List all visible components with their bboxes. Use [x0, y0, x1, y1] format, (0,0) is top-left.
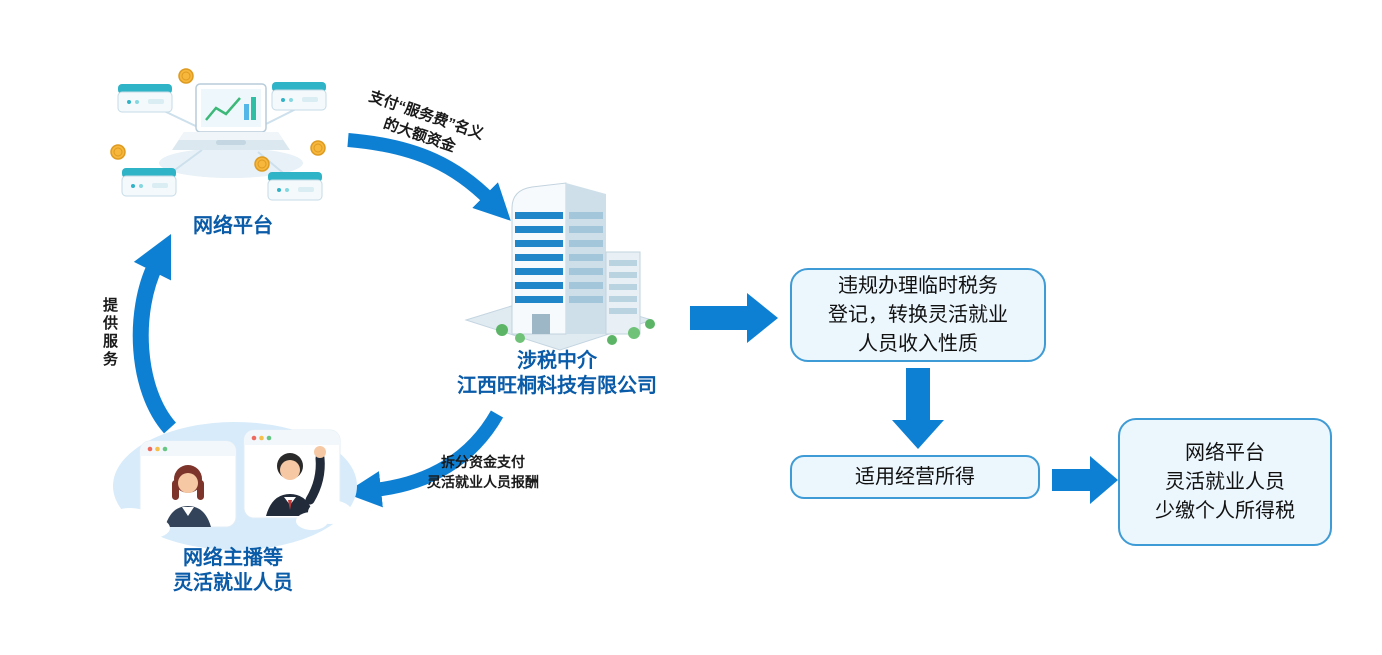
building-door: [532, 314, 550, 334]
arrow-to-income-box: [892, 368, 944, 449]
box-result-line3: 少缴个人所得税: [1155, 499, 1295, 522]
box-registration-line1: 违规办理临时税务: [838, 274, 998, 297]
provide-service-annotation: 提供服务: [101, 297, 118, 369]
video-card-female: [139, 440, 237, 528]
box-registration-line2: 登记，转换灵活就业: [828, 303, 1008, 326]
video-card-male: [243, 429, 341, 519]
arrow-to-registration-box: [690, 293, 778, 343]
workers-label-line1: 网络主播等: [183, 547, 283, 569]
building-side-windows: [569, 212, 603, 303]
arrow-provide-service: [132, 233, 177, 434]
laptop-icon: [172, 83, 290, 150]
building-illustration: [464, 182, 655, 351]
female-streamer-avatar: [165, 465, 211, 527]
building-wing-windows: [609, 260, 637, 314]
arrow-to-result-box: [1052, 456, 1118, 504]
coin-icon: [178, 68, 194, 84]
box-temporary-registration: 违规办理临时税务 登记，转换灵活就业 人员收入性质: [790, 268, 1046, 362]
workers-label: 网络主播等 灵活就业人员: [133, 546, 333, 596]
split-payment-annotation-line1: 拆分资金支付: [441, 454, 525, 470]
network-platform-illustration: [110, 68, 327, 201]
arrow-split-payment: [344, 410, 504, 508]
box-result-line1: 网络平台: [1185, 441, 1265, 464]
arrow-pay-service-fee: [347, 133, 511, 221]
intermediary-label-line2: 江西旺桐科技有限公司: [457, 375, 657, 397]
bush-icon: [496, 319, 655, 345]
coin-icon: [110, 144, 126, 160]
box-result-line2: 灵活就业人员: [1165, 470, 1285, 493]
box-registration-line3: 人员收入性质: [858, 332, 978, 355]
server-icon: [271, 81, 327, 111]
building-front-windows: [515, 212, 563, 303]
workers-label-line2: 灵活就业人员: [173, 572, 293, 594]
box-result: 网络平台 灵活就业人员 少缴个人所得税: [1118, 418, 1332, 546]
server-icon: [121, 167, 177, 197]
box-business-income: 适用经营所得: [790, 455, 1040, 499]
male-streamer-avatar: [266, 446, 326, 516]
workers-illustration: [106, 422, 357, 550]
cloud-icon: [106, 508, 170, 538]
split-payment-annotation: 拆分资金支付 灵活就业人员报酬: [398, 452, 568, 492]
intermediary-label-line1: 涉税中介: [517, 350, 597, 372]
intermediary-label: 涉税中介 江西旺桐科技有限公司: [417, 349, 697, 399]
cloud-icon: [296, 500, 352, 530]
coin-icon: [254, 156, 270, 172]
server-icon: [267, 171, 323, 201]
box-income-label: 适用经营所得: [855, 465, 975, 488]
coin-icon: [310, 140, 326, 156]
platform-label: 网络平台: [193, 215, 273, 237]
server-icon: [117, 83, 173, 113]
split-payment-annotation-line2: 灵活就业人员报酬: [427, 474, 539, 490]
